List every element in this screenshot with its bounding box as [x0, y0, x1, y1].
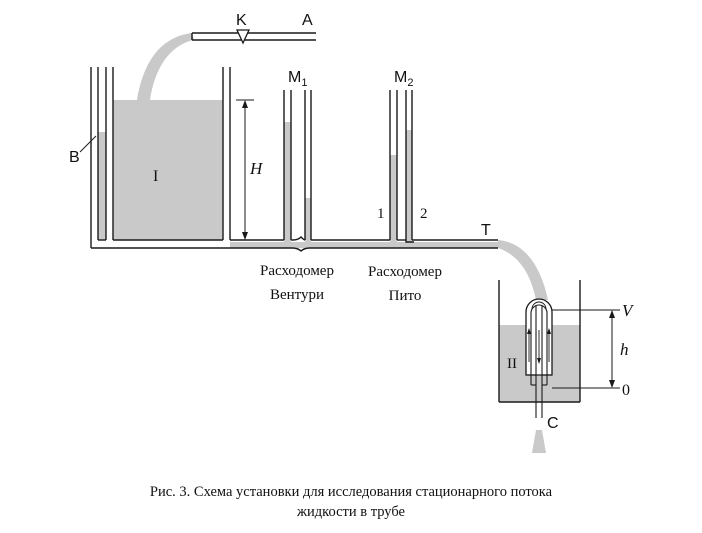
- pitot-label-line1: Расходомер: [368, 264, 442, 280]
- manometer-two-left-liquid: [390, 155, 397, 244]
- head-arrow-top: [242, 100, 248, 108]
- caption-line-2: жидкости в трубе: [297, 504, 405, 520]
- level-arrow-bottom: [609, 380, 615, 388]
- level-dimension: [552, 309, 620, 389]
- manometer-one-right-liquid: [305, 198, 311, 244]
- tank-wall-gap-liquid: [98, 132, 106, 240]
- pipe-liquid: [230, 242, 498, 248]
- drain-label: C: [547, 415, 559, 432]
- siphon-core: [526, 306, 552, 418]
- valve-label: K: [236, 12, 247, 29]
- inflow-stream: [137, 33, 194, 100]
- pitot-label-line2: Пито: [389, 288, 422, 304]
- tank-wall-leader: [79, 135, 97, 153]
- manometer-two-tubes: [389, 90, 414, 243]
- tube-two-label: 2: [420, 206, 428, 222]
- outflow-stream: [498, 240, 548, 300]
- siphon-inner: [530, 304, 548, 372]
- level-zero-label: 0: [622, 382, 630, 399]
- manometer-two-label: M2: [394, 69, 413, 89]
- manometer-one-left-liquid: [284, 122, 291, 244]
- tank-two-walls: [498, 280, 581, 403]
- level-v-label: V: [622, 301, 635, 320]
- tank-one-liquid: [113, 100, 223, 240]
- drain-stream: [532, 430, 546, 453]
- valve-icon: [235, 29, 251, 45]
- tube-one-label: 1: [377, 206, 385, 222]
- tank-wall-label: B: [69, 149, 80, 166]
- supply-pipe: [191, 32, 316, 41]
- manometer-one-label: M1: [288, 69, 307, 89]
- supply-label: A: [302, 12, 313, 29]
- figure-caption: Рис. 3. Схема установки для исследования…: [0, 482, 702, 522]
- venturi-label-line2: Вентури: [270, 287, 324, 303]
- caption-line-1: Рис. 3. Схема установки для исследования…: [149, 484, 553, 500]
- level-h-label: h: [620, 340, 629, 359]
- manometer-two-right-liquid: [406, 130, 412, 244]
- tank-one-label: I: [153, 168, 158, 185]
- manometer-one-tubes: [283, 90, 312, 240]
- head-arrow-bottom: [242, 232, 248, 240]
- tank-one-walls: [90, 67, 231, 248]
- pipe-end-label: T: [481, 222, 491, 239]
- flow-arrows: [528, 301, 550, 362]
- main-pipe: [91, 236, 498, 252]
- venturi-label-line1: Расходомер: [260, 263, 334, 279]
- head-label: H: [249, 159, 264, 178]
- flow-arrow-heads: [527, 328, 551, 364]
- tank-two-label: II: [507, 356, 517, 372]
- level-arrow-top: [609, 310, 615, 318]
